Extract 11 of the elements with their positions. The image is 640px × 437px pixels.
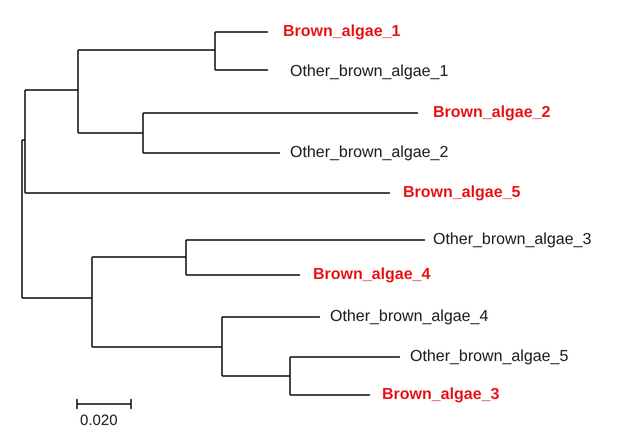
leaf-label: Other_brown_algae_5 [410,348,568,366]
leaf-label: Brown_algae_4 [313,266,430,284]
leaf-label: Brown_algae_3 [382,386,500,404]
leaf-label: Brown_algae_1 [283,23,400,41]
leaf-label: Brown_algae_5 [403,184,520,202]
leaf-label: Other_brown_algae_2 [290,144,448,162]
leaf-label: Other_brown_algae_3 [433,231,592,249]
scale-label: 0.020 [80,412,118,430]
leaf-label: Brown_algae_2 [433,104,550,122]
leaf-label: Other_brown_algae_4 [330,308,488,326]
leaf-label: Other_brown_algae_1 [290,63,448,81]
